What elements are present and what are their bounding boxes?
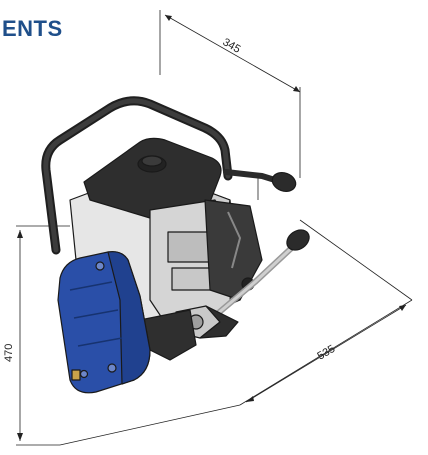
fuel-tank <box>83 137 222 219</box>
section-heading: ENTS <box>2 16 63 41</box>
machine-illustration <box>41 96 310 394</box>
dimension-lines <box>16 10 413 446</box>
dimension-height-label: 470 <box>3 344 15 362</box>
dimension-width-label: 345 <box>221 36 243 56</box>
lever-knob-upper <box>271 171 297 193</box>
dimension-arrows <box>17 15 406 441</box>
brass-fitting <box>71 369 81 381</box>
gear-housing-bolt <box>95 261 105 271</box>
dimension-length-label: 535 <box>315 343 337 363</box>
lever-knob-lower <box>286 229 310 251</box>
